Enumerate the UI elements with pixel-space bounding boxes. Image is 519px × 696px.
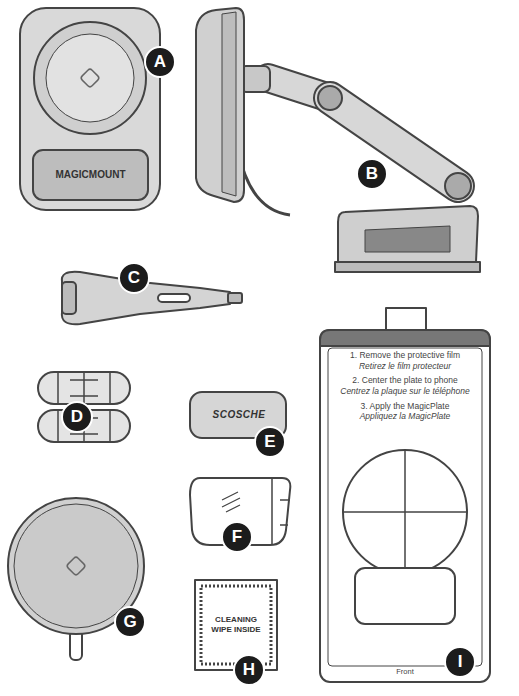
callout-letter: E (254, 426, 286, 458)
callout-letter: I (444, 646, 476, 678)
callout-letter: B (356, 158, 388, 190)
brand-label: SCOSCHE (213, 409, 266, 422)
callout-letter: C (118, 262, 150, 294)
step-text: 3. Apply the MagicPlate (361, 401, 450, 412)
step-text-fr: Retirez le film protecteur (359, 361, 451, 372)
packet-label: CLEANING WIPE INSIDE (205, 615, 267, 635)
step-text-fr: Centrez la plaque sur le téléphone (340, 386, 469, 397)
callout-letter: A (144, 46, 176, 78)
cleaning-wipe: CLEANING WIPE INSIDE (205, 592, 267, 658)
instruction-card: 1. Remove the protective filmRetirez le … (330, 350, 480, 678)
mount-pad: MAGICMOUNT (35, 152, 146, 198)
callout-letter: H (233, 654, 265, 686)
step-text: 2. Center the plate to phone (352, 375, 457, 386)
callout-letter: G (114, 606, 146, 638)
callout-letter: F (221, 521, 253, 553)
callout-letter: D (61, 401, 93, 433)
step-text-fr: Appliquez la MagicPlate (360, 411, 451, 422)
step-text: 1. Remove the protective film (350, 350, 460, 361)
part-label: MAGICMOUNT (56, 169, 126, 182)
